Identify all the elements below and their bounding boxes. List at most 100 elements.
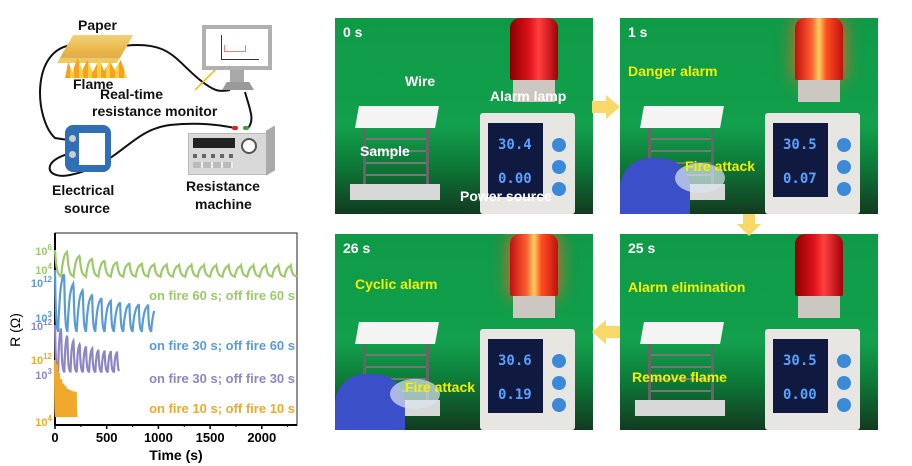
time-label: 25 s (628, 240, 656, 256)
y-tick-label: 104 (35, 414, 52, 429)
photo-annotation: Alarm lamp (490, 88, 567, 104)
series-line-3 (53, 359, 78, 418)
current-readout: 0.00 (783, 387, 817, 403)
knob (552, 138, 566, 152)
arrow-left-icon (592, 320, 620, 344)
y-tick-base: 10 (35, 417, 47, 429)
y-tick-base: 10 (35, 246, 47, 258)
y-tick-base: 10 (35, 370, 47, 382)
photo-annotation: Danger alarm (628, 63, 718, 79)
sample-stand (640, 322, 724, 344)
power-supply: 30.5 0.07 (765, 113, 860, 214)
y-tick-exponent: 12 (43, 275, 52, 284)
knob (552, 376, 566, 390)
sample-stand (355, 106, 439, 128)
voltage-readout: 30.4 (498, 137, 532, 153)
knob (552, 160, 566, 174)
legend-label-0: on fire 60 s; off fire 60 s (149, 288, 295, 303)
series-line-0 (53, 249, 298, 280)
alarm-lamp (795, 234, 843, 296)
arrow-right-icon (592, 95, 620, 119)
knob (837, 160, 851, 174)
series-line-2 (53, 324, 121, 373)
monitor-label-2: resistance monitor (92, 103, 218, 119)
x-axis-title: Time (s) (149, 447, 202, 463)
resistance-machine-icon (188, 133, 268, 175)
sample-stand (355, 322, 439, 344)
x-tick-label: 0 (51, 430, 58, 445)
y-tick-base: 10 (35, 313, 47, 325)
knob (837, 376, 851, 390)
monitor-icon (202, 25, 272, 70)
monitor-label-1: Real-time (100, 86, 164, 102)
power-supply: 30.4 0.00 (480, 113, 575, 214)
photo-annotation: Fire attack (405, 379, 476, 395)
y-tick-exponent: 4 (48, 262, 53, 271)
alarm-lamp (795, 18, 843, 80)
y-tick-exponent: 6 (48, 243, 53, 252)
y-tick-base: 10 (35, 265, 47, 277)
paper-stack-icon (62, 35, 134, 53)
source-label-1: Electrical (52, 182, 115, 198)
legend-label-2: on fire 30 s; off fire 30 s (149, 371, 295, 386)
y-tick-label: 1012 (31, 318, 53, 333)
alarm-lamp (510, 234, 558, 296)
y-tick-base: 10 (31, 278, 43, 290)
current-readout: 0.07 (783, 171, 817, 187)
y-tick-label: 103 (35, 367, 52, 382)
alcohol-lamp (390, 379, 440, 409)
voltage-readout: 30.5 (783, 137, 817, 153)
y-tick-base: 10 (31, 321, 43, 333)
knob (837, 354, 851, 368)
voltage-readout: 30.5 (783, 353, 817, 369)
paper-label: Paper (78, 17, 117, 33)
knob (837, 182, 851, 196)
sample-stand (640, 106, 724, 128)
x-tick-label: 1500 (196, 430, 225, 445)
photo-annotation: Fire attack (685, 158, 756, 174)
knob (552, 354, 566, 368)
photo-annotation: Power source (460, 188, 552, 204)
y-tick-exponent: 12 (43, 318, 52, 327)
time-label: 1 s (628, 24, 648, 40)
x-tick-label: 1000 (144, 430, 173, 445)
photo-annotation: Remove flame (632, 369, 727, 385)
photo-annotation: Sample (360, 143, 410, 159)
current-readout: 0.00 (498, 171, 532, 187)
legend-label-3: on fire 10 s; off fire 10 s (149, 401, 295, 416)
power-supply: 30.6 0.19 (480, 329, 575, 430)
machine-label-2: machine (195, 196, 252, 212)
arrow-down-icon (737, 214, 761, 236)
source-label-2: source (64, 200, 110, 216)
y-tick-exponent: 12 (43, 352, 52, 361)
y-tick-label: 103 (35, 310, 52, 325)
y-tick-label: 106 (35, 243, 52, 258)
machine-label-1: Resistance (186, 178, 260, 194)
y-tick-label: 1012 (31, 275, 53, 290)
photo-annotation: Cyclic alarm (355, 276, 438, 292)
x-tick-label: 500 (96, 430, 118, 445)
y-tick-label: 104 (35, 262, 52, 277)
alcohol-lamp (675, 163, 725, 193)
photo-annotation: Wire (405, 73, 436, 89)
voltage-readout: 30.6 (498, 353, 532, 369)
plot-frame (54, 232, 298, 426)
y-tick-base: 10 (31, 355, 43, 367)
knob (552, 182, 566, 196)
series-line-1 (53, 269, 156, 333)
knob (837, 138, 851, 152)
y-tick-exponent: 3 (48, 310, 53, 319)
alarm-lamp (510, 18, 558, 80)
power-supply: 30.5 0.00 (765, 329, 860, 430)
y-axis-title: R (Ω) (7, 313, 23, 347)
current-readout: 0.19 (498, 387, 532, 403)
x-tick-label: 2000 (247, 430, 276, 445)
knob (837, 398, 851, 412)
legend-label-1: on fire 30 s; off fire 60 s (149, 338, 295, 353)
time-label: 26 s (343, 240, 371, 256)
